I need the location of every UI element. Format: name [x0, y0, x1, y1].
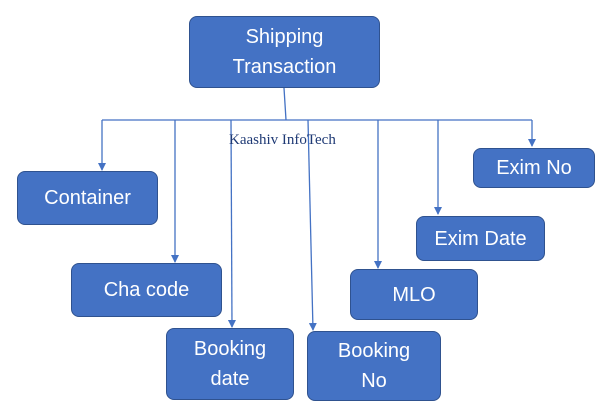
branch-to-booking-no [307, 119, 317, 331]
node-mlo: MLO [350, 269, 478, 320]
trunk-line [283, 87, 287, 121]
branch-to-booking-date [227, 119, 236, 328]
node-booking-date: Booking date [166, 328, 294, 400]
watermark-text: Kaashiv InfoTech [229, 132, 336, 148]
node-cha-code: Cha code [71, 263, 222, 317]
node-container: Container [17, 171, 158, 225]
node-exim-no: Exim No [473, 148, 595, 188]
node-booking-no: Booking No [307, 331, 441, 401]
node-exim-date: Exim Date [416, 216, 545, 261]
root-node-shipping-transaction: Shipping Transaction [189, 16, 380, 88]
